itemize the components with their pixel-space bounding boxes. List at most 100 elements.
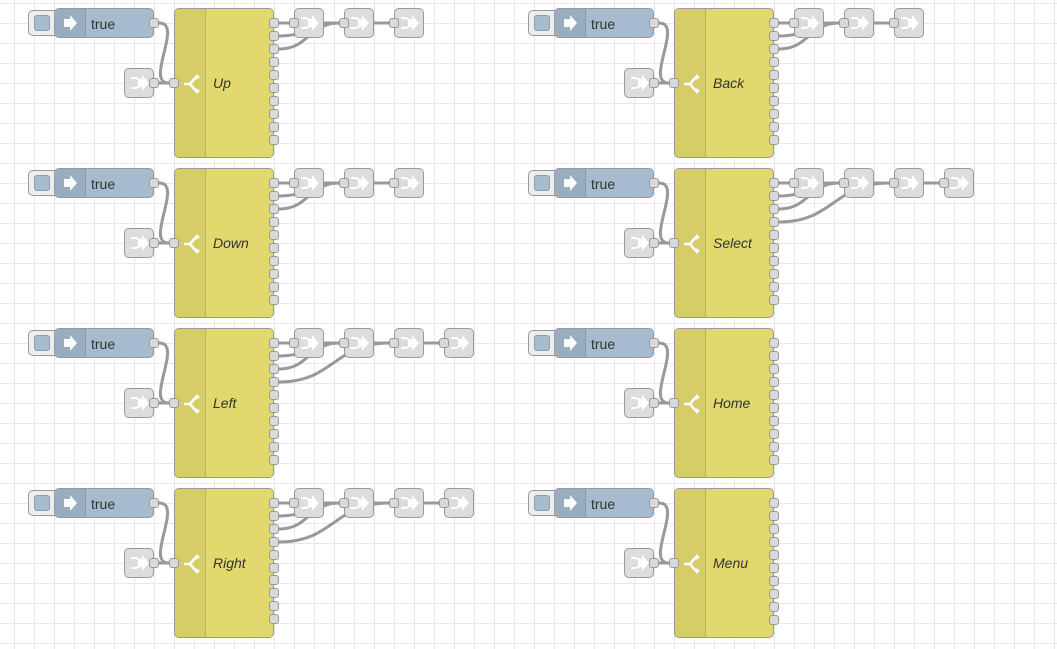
switch-output-port[interactable] — [269, 217, 279, 227]
input-port[interactable] — [389, 338, 399, 348]
input-port[interactable] — [289, 178, 299, 188]
switch-output-port[interactable] — [769, 57, 779, 67]
switch-output-port[interactable] — [769, 524, 779, 534]
switch-output-port[interactable] — [269, 601, 279, 612]
switch-output-port[interactable] — [769, 351, 779, 361]
input-port[interactable] — [289, 498, 299, 508]
inject-node[interactable]: true — [554, 168, 654, 198]
output-port[interactable] — [149, 558, 159, 568]
switch-output-port[interactable] — [269, 70, 279, 80]
inject-node[interactable]: true — [554, 488, 654, 518]
switch-node[interactable]: Home — [674, 328, 774, 478]
switch-output-port[interactable] — [269, 614, 279, 625]
input-port[interactable] — [289, 338, 299, 348]
switch-output-port[interactable] — [269, 536, 279, 547]
switch-output-port[interactable] — [269, 83, 279, 93]
link-out-node[interactable] — [344, 488, 374, 518]
input-port[interactable] — [839, 18, 849, 28]
switch-node[interactable]: Right — [174, 488, 274, 638]
inject-node[interactable]: true — [554, 328, 654, 358]
wire[interactable] — [658, 341, 670, 405]
switch-output-port[interactable] — [769, 178, 779, 188]
switch-output-port[interactable] — [769, 537, 779, 547]
wire[interactable] — [658, 181, 670, 245]
switch-output-port[interactable] — [269, 295, 279, 305]
switch-node[interactable]: Menu — [674, 488, 774, 638]
link-out-node[interactable] — [944, 168, 974, 198]
switch-output-port[interactable] — [769, 429, 779, 439]
wire[interactable] — [658, 501, 670, 565]
input-port[interactable] — [339, 498, 349, 508]
inject-trigger-square[interactable] — [534, 175, 550, 191]
switch-output-port[interactable] — [269, 57, 279, 67]
link-out-node[interactable] — [344, 8, 374, 38]
switch-node[interactable]: Left — [174, 328, 274, 478]
input-port[interactable] — [389, 498, 399, 508]
output-port[interactable] — [649, 18, 659, 28]
switch-output-port[interactable] — [769, 31, 779, 41]
inject-trigger-square[interactable] — [534, 15, 550, 31]
switch-output-port[interactable] — [269, 377, 279, 387]
switch-output-port[interactable] — [769, 230, 779, 240]
inject-trigger-square[interactable] — [34, 175, 50, 191]
link-out-node[interactable] — [394, 328, 424, 358]
wire[interactable] — [158, 21, 170, 85]
switch-output-port[interactable] — [769, 364, 779, 374]
input-port[interactable] — [939, 178, 949, 188]
wire[interactable] — [158, 181, 170, 245]
wire[interactable] — [158, 341, 170, 405]
switch-output-port[interactable] — [769, 390, 779, 400]
link-in-node[interactable] — [624, 388, 654, 418]
switch-output-port[interactable] — [269, 191, 279, 201]
link-out-node[interactable] — [894, 168, 924, 198]
input-port[interactable] — [339, 18, 349, 28]
switch-node[interactable]: Up — [174, 8, 274, 158]
switch-output-port[interactable] — [269, 416, 279, 426]
link-out-node[interactable] — [394, 8, 424, 38]
output-port[interactable] — [149, 78, 159, 88]
switch-output-port[interactable] — [269, 109, 279, 119]
input-port[interactable] — [289, 18, 299, 28]
input-port[interactable] — [889, 178, 899, 188]
switch-output-port[interactable] — [769, 615, 779, 625]
output-port[interactable] — [649, 238, 659, 248]
switch-output-port[interactable] — [269, 135, 279, 145]
link-in-node[interactable] — [624, 68, 654, 98]
output-port[interactable] — [149, 18, 159, 28]
switch-output-port[interactable] — [269, 429, 279, 439]
input-port[interactable] — [389, 18, 399, 28]
switch-output-port[interactable] — [769, 70, 779, 80]
input-port[interactable] — [839, 178, 849, 188]
switch-output-port[interactable] — [769, 135, 779, 145]
input-port[interactable] — [169, 558, 179, 568]
output-port[interactable] — [149, 238, 159, 248]
switch-output-port[interactable] — [269, 364, 279, 374]
input-port[interactable] — [439, 338, 449, 348]
input-port[interactable] — [889, 18, 899, 28]
input-port[interactable] — [389, 178, 399, 188]
switch-output-port[interactable] — [769, 269, 779, 279]
link-out-node[interactable] — [294, 488, 324, 518]
switch-output-port[interactable] — [769, 295, 779, 305]
output-port[interactable] — [149, 398, 159, 408]
switch-output-port[interactable] — [769, 282, 779, 292]
output-port[interactable] — [649, 498, 659, 508]
input-port[interactable] — [789, 178, 799, 188]
switch-output-port[interactable] — [269, 549, 279, 560]
inject-trigger-square[interactable] — [534, 335, 550, 351]
output-port[interactable] — [149, 338, 159, 348]
switch-output-port[interactable] — [769, 511, 779, 521]
switch-output-port[interactable] — [769, 416, 779, 426]
link-out-node[interactable] — [794, 168, 824, 198]
switch-output-port[interactable] — [769, 122, 779, 132]
input-port[interactable] — [669, 398, 679, 408]
link-out-node[interactable] — [794, 8, 824, 38]
input-port[interactable] — [789, 18, 799, 28]
switch-output-port[interactable] — [769, 498, 779, 508]
switch-output-port[interactable] — [269, 403, 279, 413]
switch-output-port[interactable] — [769, 576, 779, 586]
output-port[interactable] — [649, 78, 659, 88]
output-port[interactable] — [149, 178, 159, 188]
switch-output-port[interactable] — [269, 588, 279, 599]
output-port[interactable] — [649, 338, 659, 348]
